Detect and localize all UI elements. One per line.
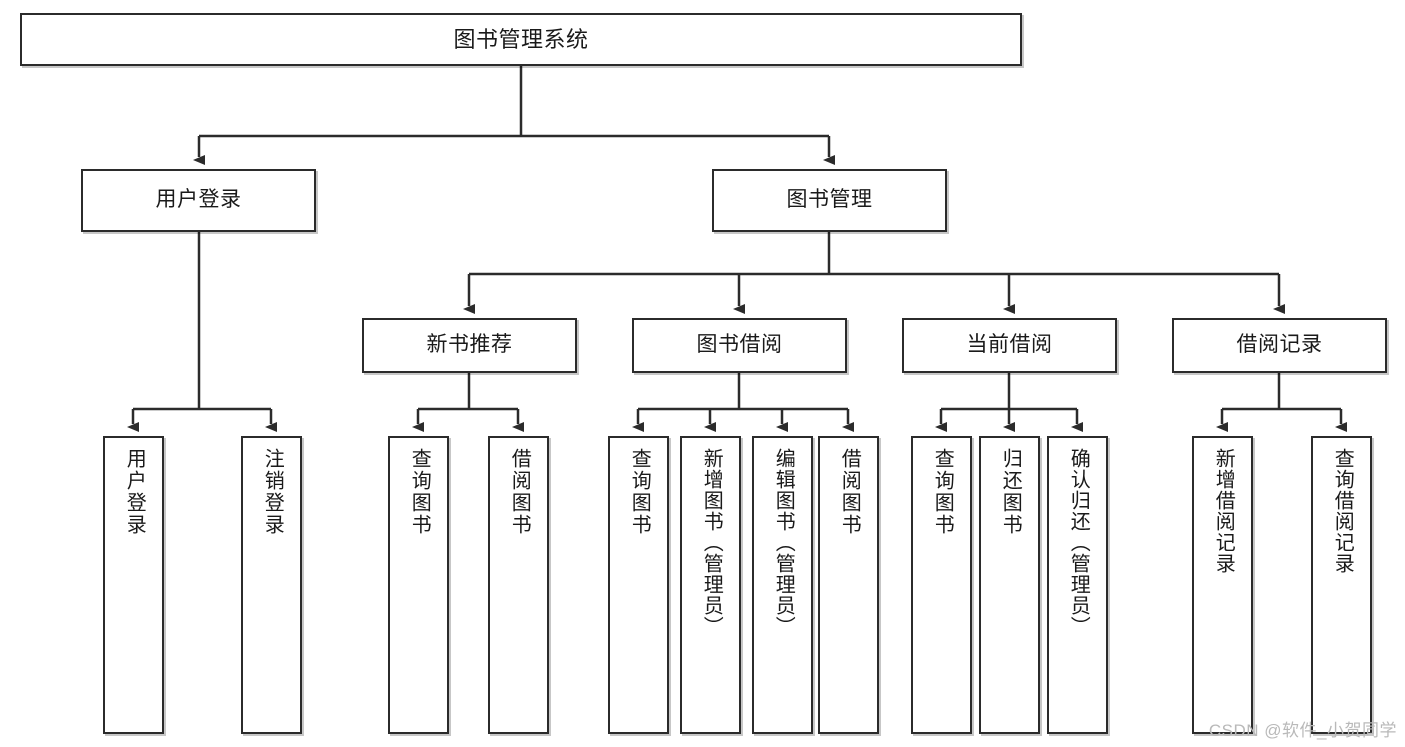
- leaf-user-login-logout[interactable]: 注销登录: [241, 436, 302, 734]
- node-label: 借阅记录: [1236, 333, 1323, 357]
- node-label: 查询图书: [628, 448, 651, 536]
- node-borrow-record[interactable]: 借阅记录: [1172, 318, 1387, 373]
- node-label: 当前借阅: [966, 333, 1053, 357]
- leaf-user-login-login[interactable]: 用户登录: [103, 436, 164, 734]
- leaf-new-book-query[interactable]: 查询图书: [388, 436, 449, 734]
- leaf-book-borrow-borrow[interactable]: 借阅图书: [818, 436, 879, 734]
- leaf-borrow-record-query[interactable]: 查询借阅记录: [1311, 436, 1372, 734]
- leaf-current-borrow-return[interactable]: 归还图书: [979, 436, 1040, 734]
- node-label: 新增图书（管理员）: [700, 448, 723, 637]
- node-label: 查询借阅记录: [1331, 448, 1354, 574]
- node-label: 借阅图书: [508, 448, 531, 536]
- node-label: 新书推荐: [426, 333, 513, 357]
- node-label: 归还图书: [999, 448, 1022, 536]
- node-user-login[interactable]: 用户登录: [81, 169, 316, 232]
- node-label: 查询图书: [408, 448, 431, 536]
- leaf-current-borrow-query[interactable]: 查询图书: [911, 436, 972, 734]
- leaf-new-book-borrow[interactable]: 借阅图书: [488, 436, 549, 734]
- leaf-book-borrow-edit[interactable]: 编辑图书（管理员）: [752, 436, 813, 734]
- leaf-book-borrow-query[interactable]: 查询图书: [608, 436, 669, 734]
- node-label: 图书借阅: [696, 333, 783, 357]
- csdn-watermark: CSDN @软件_小贺同学: [1208, 721, 1397, 740]
- node-label: 注销登录: [261, 448, 284, 536]
- node-new-book-recommend[interactable]: 新书推荐: [362, 318, 577, 373]
- node-label: 借阅图书: [838, 448, 861, 536]
- node-label: 图书管理: [786, 188, 873, 212]
- node-label: 确认归还（管理员）: [1067, 448, 1090, 637]
- node-label: 编辑图书（管理员）: [772, 448, 795, 637]
- node-label: 用户登录: [155, 188, 242, 212]
- node-current-borrow[interactable]: 当前借阅: [902, 318, 1117, 373]
- leaf-book-borrow-add[interactable]: 新增图书（管理员）: [680, 436, 741, 734]
- node-book-management[interactable]: 图书管理: [712, 169, 947, 232]
- node-label: 新增借阅记录: [1212, 448, 1235, 574]
- node-label: 用户登录: [123, 448, 146, 536]
- node-label: 查询图书: [931, 448, 954, 536]
- node-book-borrow[interactable]: 图书借阅: [632, 318, 847, 373]
- leaf-borrow-record-add[interactable]: 新增借阅记录: [1192, 436, 1253, 734]
- leaf-current-borrow-confirm-return[interactable]: 确认归还（管理员）: [1047, 436, 1108, 734]
- node-label: 图书管理系统: [453, 26, 589, 52]
- node-root-system[interactable]: 图书管理系统: [20, 13, 1022, 66]
